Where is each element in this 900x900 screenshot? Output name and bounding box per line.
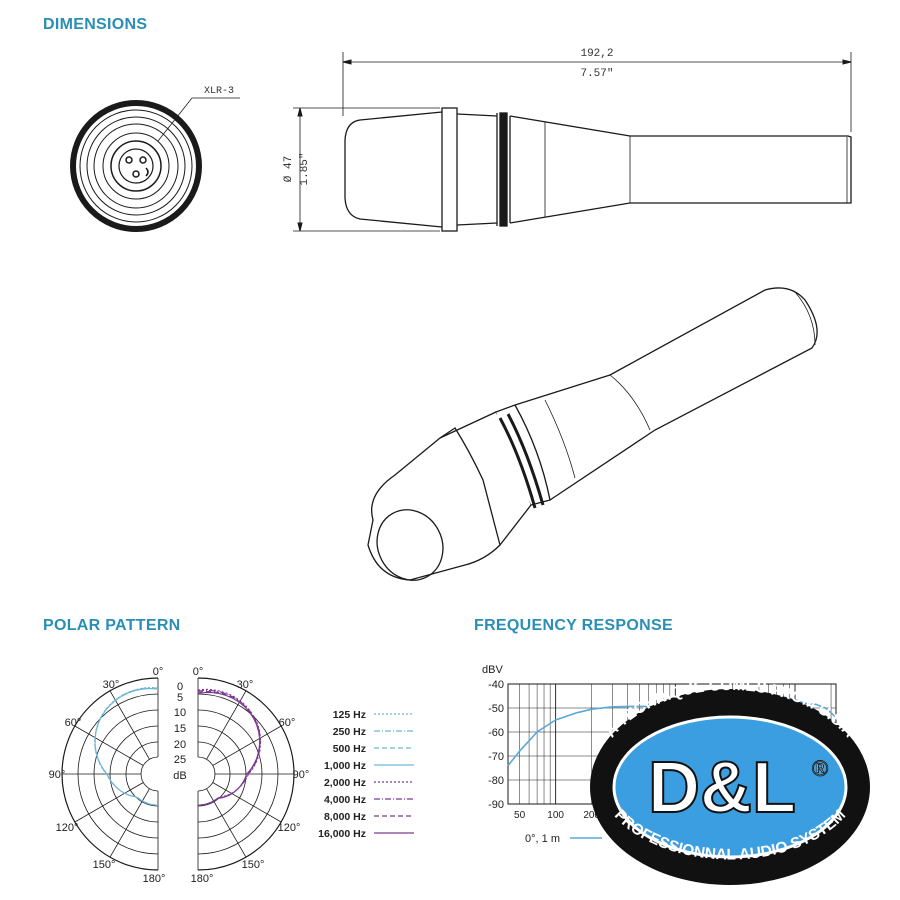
polar-unit: dB	[173, 770, 186, 782]
polar-angle-90-right: 90°	[293, 769, 310, 781]
diameter-in: 1.85"	[299, 152, 311, 185]
dimensions-heading: DIMENSIONS	[43, 16, 148, 33]
polar-angle-30-left: 30°	[103, 679, 120, 691]
watermark-registered: ®	[812, 756, 828, 781]
diameter-mm: Ø 47	[283, 156, 295, 182]
polar-ring-label-10: 10	[174, 707, 186, 719]
freq-y-tick-3: -70	[488, 751, 504, 763]
freq-y-tick-2: -60	[488, 727, 504, 739]
polar-spoke-left-60	[74, 725, 144, 766]
polar-legend-label-3: 1,000 Hz	[324, 760, 366, 772]
polar-legend-label-5: 4,000 Hz	[324, 794, 366, 806]
polar-legend-label-2: 500 Hz	[333, 743, 366, 755]
polar-angle-120-left: 120°	[56, 822, 79, 834]
length-mm: 192,2	[580, 48, 613, 60]
polar-angle-30-right: 30°	[237, 679, 254, 691]
polar-ring-label-20: 20	[174, 739, 186, 751]
polar-ring-label-15: 15	[174, 723, 186, 735]
polar-angle-90-left: 90°	[49, 769, 66, 781]
polar-ring-label-25: 25	[174, 754, 186, 766]
polar-spoke-left-30	[109, 690, 150, 760]
polar-legend-label-0: 125 Hz	[333, 709, 366, 721]
freq-legend-label: 0°, 1 m	[525, 833, 560, 845]
freq-y-tick-1: -50	[488, 703, 504, 715]
polar-angle-150-right: 150°	[242, 859, 265, 871]
freq-y-ticks: -40 -50 -60 -70 -80 -90	[488, 679, 504, 811]
polar-ring-label-0: 0	[177, 681, 183, 693]
polar-angle-60-left: 60°	[65, 717, 82, 729]
polar-angle-120-right: 120°	[278, 822, 301, 834]
polar-angle-60-right: 60°	[279, 717, 296, 729]
polar-legend: 125 Hz 250 Hz 500 Hz 1,000 Hz 2,000 Hz 4,000 …	[318, 709, 414, 840]
mic-front-view	[70, 97, 240, 232]
length-in: 7.57"	[580, 68, 613, 80]
connector-label: XLR-3	[204, 86, 234, 97]
watermark-brand: D&L	[648, 748, 796, 828]
polar-legend-label-6: 8,000 Hz	[324, 811, 366, 823]
polar-legend-label-7: 16,000 Hz	[318, 828, 366, 840]
mic-perspective-view	[367, 287, 818, 581]
freq-y-tick-0: -40	[488, 679, 504, 691]
freq-y-tick-4: -80	[488, 775, 504, 787]
polar-spoke-right-120	[212, 782, 282, 823]
polar-labels: 0° 0° 30° 30° 60° 60° 90° 90° 120° 120° …	[49, 666, 310, 885]
polar-angle-180-left: 180°	[143, 873, 166, 885]
polar-curve-left-1000	[94, 688, 159, 806]
polar-ring-label-5: 5	[177, 692, 183, 704]
watermark-center	[612, 715, 848, 859]
mic-side-view	[293, 52, 852, 232]
polar-pattern-heading: POLAR PATTERN	[43, 617, 181, 634]
polar-legend-label-4: 2,000 Hz	[324, 777, 366, 789]
polar-spoke-right-60	[212, 725, 282, 766]
freq-x-tick-0: 50	[514, 810, 526, 821]
polar-grid	[61, 677, 295, 871]
polar-angle-180-right: 180°	[191, 873, 214, 885]
frequency-response-heading: FREQUENCY RESPONSE	[474, 617, 673, 634]
polar-legend-label-1: 250 Hz	[333, 726, 366, 738]
dimensions-drawing: XLR-3 192,2 7.57" Ø 47 1.85"	[70, 48, 852, 581]
polar-curve-right-16000	[197, 692, 261, 806]
freq-y-unit: dBV	[482, 664, 503, 676]
freq-y-tick-5: -90	[488, 799, 504, 811]
polar-spoke-right-150	[206, 788, 247, 858]
freq-x-tick-2: 200	[583, 810, 600, 821]
polar-spoke-left-150	[109, 788, 150, 858]
polar-curves	[94, 686, 262, 806]
polar-spoke-left-120	[74, 782, 144, 823]
freq-x-tick-1: 100	[547, 810, 564, 821]
polar-curve-right-4000	[197, 689, 261, 806]
polar-angle-0-left: 0°	[153, 666, 164, 678]
polar-angle-0-right: 0°	[193, 666, 204, 678]
polar-angle-150-left: 150°	[93, 859, 116, 871]
